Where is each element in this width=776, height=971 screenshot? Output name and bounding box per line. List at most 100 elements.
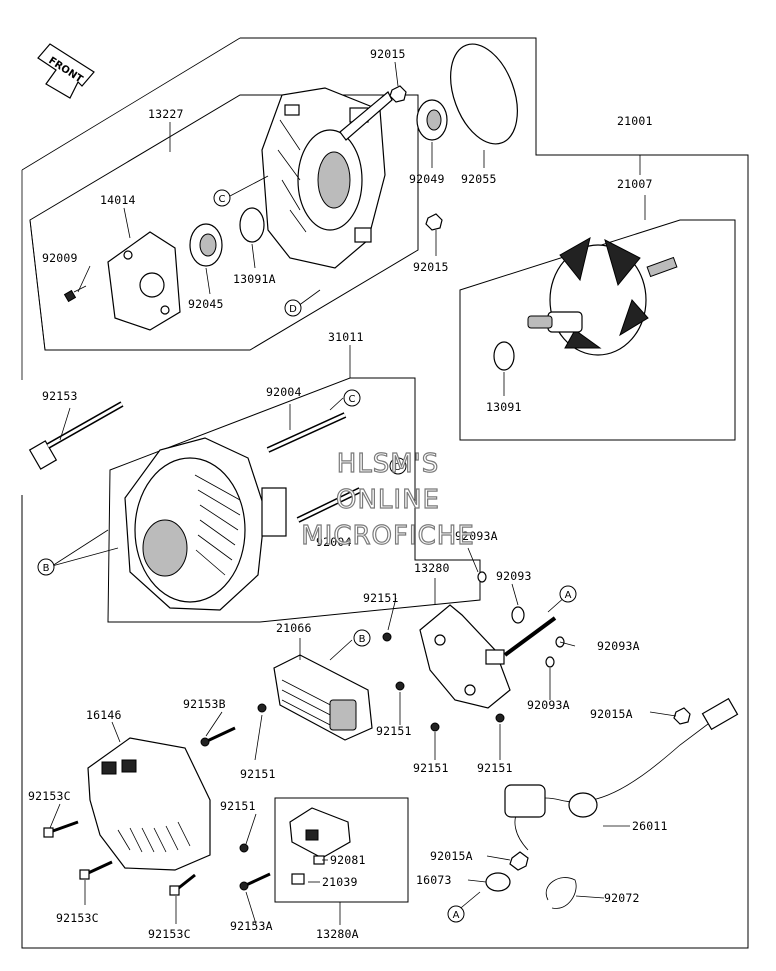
label-92151-c: 92151 — [240, 767, 276, 781]
nut-92015-mid — [425, 213, 443, 231]
label-21007: 21007 — [617, 177, 653, 191]
svg-text:A: A — [565, 590, 572, 601]
front-direction-badge: FRONT — [37, 43, 95, 99]
o-ring-92055 — [450, 43, 518, 145]
label-92151-e: 92151 — [477, 761, 513, 775]
regulator-21066 — [273, 654, 373, 741]
label-92015A-1: 92015A — [590, 707, 633, 721]
label-92015A-2: 92015A — [430, 849, 473, 863]
label-92015-top: 92015 — [370, 47, 406, 61]
stud-92004-bottom — [296, 487, 362, 523]
label-92072: 92072 — [604, 891, 640, 905]
label-92004-bottom: 92004 — [316, 535, 352, 549]
svg-text:C: C — [219, 194, 226, 205]
label-16073: 16073 — [416, 873, 452, 887]
svg-text:D: D — [394, 462, 402, 473]
label-92153B: 92153B — [183, 697, 226, 711]
label-16146: 16146 — [86, 708, 122, 722]
callout-a-bottom: A — [447, 905, 465, 923]
label-92153: 92153 — [42, 389, 78, 403]
label-92153A: 92153A — [230, 919, 273, 933]
svg-text:HLSM'S: HLSM'S — [337, 449, 440, 479]
svg-text:B: B — [43, 563, 50, 574]
label-92151-d: 92151 — [413, 761, 449, 775]
bearing-92045 — [189, 223, 223, 267]
callout-d-right: D — [389, 457, 407, 475]
washer-13091A — [239, 207, 265, 243]
leader-lines — [49, 61, 677, 925]
label-92151-f: 92151 — [220, 799, 256, 813]
part-labels: 92015 13227 21001 14014 21007 92049 9205… — [28, 47, 668, 941]
washer-92093A-1 — [477, 571, 487, 583]
label-92009: 92009 — [42, 251, 78, 265]
stud-92004-top — [266, 412, 347, 453]
rotor-part — [527, 236, 678, 356]
callout-a-right: A — [559, 585, 577, 603]
label-14014: 14014 — [100, 193, 136, 207]
label-92093A-2: 92093A — [597, 639, 640, 653]
label-92045: 92045 — [188, 297, 224, 311]
callout-d-top: D — [284, 299, 302, 317]
screw-92009 — [63, 285, 87, 303]
harness-26011 — [504, 697, 739, 851]
svg-text:ONLINE: ONLINE — [336, 485, 440, 515]
rear-cover-16146 — [87, 737, 211, 871]
screw-92153B — [200, 726, 236, 747]
svg-text:B: B — [359, 634, 366, 645]
svg-text:A: A — [453, 910, 460, 921]
washer-92093A-3 — [545, 656, 555, 668]
label-92055: 92055 — [461, 172, 497, 186]
frame-31011 — [107, 377, 481, 623]
washer-92093 — [511, 606, 525, 624]
svg-text:MICROFICHE: MICROFICHE — [301, 521, 475, 551]
plate-14014 — [107, 231, 181, 331]
label-92153C-1: 92153C — [28, 789, 71, 803]
screw-92153C-group — [43, 820, 196, 896]
label-92151-b: 92151 — [376, 724, 412, 738]
label-13280A: 13280A — [316, 927, 359, 941]
label-21001: 21001 — [617, 114, 653, 128]
screw-92151-group — [239, 632, 505, 853]
label-92015-mid: 92015 — [413, 260, 449, 274]
label-13280: 13280 — [414, 561, 450, 575]
label-92093A-3: 92093A — [527, 698, 570, 712]
nut-92015-top — [389, 85, 407, 103]
label-92049: 92049 — [409, 172, 445, 186]
frame-21007 — [459, 219, 736, 441]
clamp-92072 — [545, 877, 577, 909]
nut-92015A-lower — [509, 851, 529, 871]
label-92004-top: 92004 — [266, 385, 302, 399]
label-92151-a: 92151 — [363, 591, 399, 605]
terminal-13280A — [289, 807, 351, 885]
front-housing-part — [261, 87, 393, 269]
screw-92153A — [239, 872, 271, 891]
label-92153C-2: 92153C — [56, 911, 99, 925]
callout-b-left: B — [37, 558, 55, 576]
callout-c-right: C — [343, 389, 361, 407]
frame-13280A — [274, 797, 409, 903]
label-26011: 26011 — [632, 819, 668, 833]
label-92093: 92093 — [496, 569, 532, 583]
outer-frame — [21, 37, 749, 949]
label-92153C-3: 92153C — [148, 927, 191, 941]
svg-text:C: C — [349, 394, 356, 405]
bearing-92049 — [416, 99, 448, 141]
label-21066: 21066 — [276, 621, 312, 635]
washer-13091 — [493, 341, 515, 371]
label-13091: 13091 — [486, 400, 522, 414]
bolt-92153 — [28, 401, 124, 470]
brush-holder-13280 — [419, 604, 557, 709]
label-21039: 21039 — [322, 875, 358, 889]
grommet-16073 — [485, 872, 511, 892]
watermark: HLSM'S ONLINE MICROFICHE — [301, 448, 475, 551]
rear-housing-part — [124, 437, 287, 611]
label-13091A: 13091A — [233, 272, 276, 286]
callout-c-top: C — [213, 189, 231, 207]
label-13227: 13227 — [148, 107, 184, 121]
svg-text:D: D — [289, 304, 297, 315]
label-92093A-1: 92093A — [455, 529, 498, 543]
callout-b-mid: B — [353, 629, 371, 647]
label-31011: 31011 — [328, 330, 364, 344]
label-92081: 92081 — [330, 853, 366, 867]
